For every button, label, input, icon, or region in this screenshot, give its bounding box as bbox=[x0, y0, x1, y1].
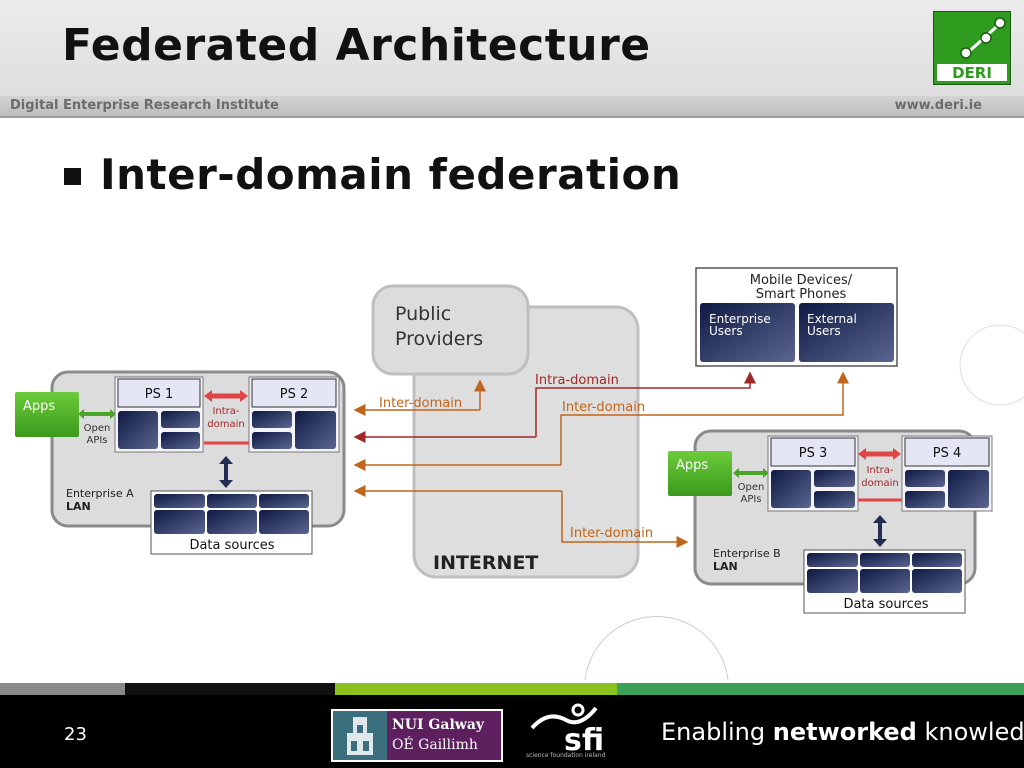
intra-a-label: domain bbox=[207, 419, 244, 430]
link-intra-domain-label: Intra-domain bbox=[535, 373, 619, 388]
apps-a-label: Apps bbox=[23, 399, 55, 414]
intra-b-label: Intra- bbox=[866, 465, 893, 476]
apps-b-box bbox=[668, 451, 732, 496]
open-apis-b-label: APIs bbox=[740, 494, 761, 505]
ps2-label: PS 2 bbox=[280, 387, 309, 402]
enterprise-users-label: Users bbox=[709, 324, 743, 338]
mobile-title: Smart Phones bbox=[756, 287, 847, 302]
external-users-label: External bbox=[807, 312, 857, 326]
decor-arc bbox=[959, 324, 1024, 406]
deri-logo-text: DERI bbox=[952, 64, 992, 82]
apps-b-label: Apps bbox=[676, 458, 708, 473]
data-sources-b-label: Data sources bbox=[843, 597, 928, 612]
nui-galway-line1: NUI Galway bbox=[392, 717, 485, 733]
external-users-label: Users bbox=[807, 324, 841, 338]
header-band bbox=[0, 0, 1024, 96]
ps1-label: PS 1 bbox=[145, 387, 174, 402]
page-number: 23 bbox=[64, 724, 87, 745]
data-sources-a-label: Data sources bbox=[189, 538, 274, 553]
bullet-text: Inter-domain federation bbox=[100, 150, 682, 199]
open-apis-b-label: Open bbox=[738, 482, 765, 493]
public-providers-label: Public bbox=[395, 303, 451, 325]
enterprise-a-label: Enterprise A bbox=[66, 487, 134, 500]
federation-diagram: INTERNET Public Providers Mobile Devices… bbox=[15, 267, 1024, 681]
ps3-label: PS 3 bbox=[799, 446, 828, 461]
slide-title: Federated Architecture bbox=[62, 20, 651, 71]
intra-a-label: Intra- bbox=[212, 406, 239, 417]
tagline: Enabling networked knowledge. bbox=[661, 718, 1024, 746]
tagline-bold: networked bbox=[772, 718, 917, 746]
link-inter-domain-1-label: Inter-domain bbox=[379, 396, 462, 411]
enterprise-users-box bbox=[700, 303, 795, 362]
link-inter-domain-3-label: Inter-domain bbox=[570, 526, 653, 541]
org-url[interactable]: www.deri.ie bbox=[894, 98, 982, 113]
enterprise-a-lan: LAN bbox=[66, 500, 91, 513]
public-providers-box bbox=[371, 284, 530, 376]
mobile-title: Mobile Devices/ bbox=[750, 273, 853, 288]
apps-a-box bbox=[15, 392, 79, 437]
deri-logo: DERI bbox=[933, 11, 1011, 85]
ps4-label: PS 4 bbox=[933, 446, 962, 461]
intra-b-label: domain bbox=[861, 478, 898, 489]
enterprise-b-label: Enterprise B bbox=[713, 547, 781, 560]
enterprise-users-label: Enterprise bbox=[709, 312, 771, 326]
nui-galway-logo bbox=[331, 709, 503, 762]
public-providers-label: Providers bbox=[395, 328, 483, 350]
nui-galway-line2: OÉ Gaillimh bbox=[392, 737, 478, 753]
subheader-bar bbox=[0, 96, 1024, 118]
org-name: Digital Enterprise Research Institute bbox=[10, 98, 279, 113]
sfi-subtext: science foundation ireland bbox=[526, 752, 606, 759]
footer-band bbox=[0, 695, 1024, 768]
open-apis-a-label: Open bbox=[84, 423, 111, 434]
tagline-post: knowledge. bbox=[924, 718, 1024, 746]
tagline-pre: Enabling bbox=[661, 718, 773, 746]
sfi-text: sfi bbox=[564, 723, 604, 758]
open-apis-a-label: APIs bbox=[86, 435, 107, 446]
external-users-box bbox=[799, 303, 894, 362]
internet-label: INTERNET bbox=[433, 552, 538, 574]
decor-arc bbox=[584, 615, 729, 681]
enterprise-b-lan: LAN bbox=[713, 560, 738, 573]
link-inter-domain-2-label: Inter-domain bbox=[562, 400, 645, 415]
footer-color-strip bbox=[0, 683, 1024, 695]
sfi-logo: sfi bbox=[530, 703, 604, 758]
bullet-square bbox=[64, 168, 81, 185]
